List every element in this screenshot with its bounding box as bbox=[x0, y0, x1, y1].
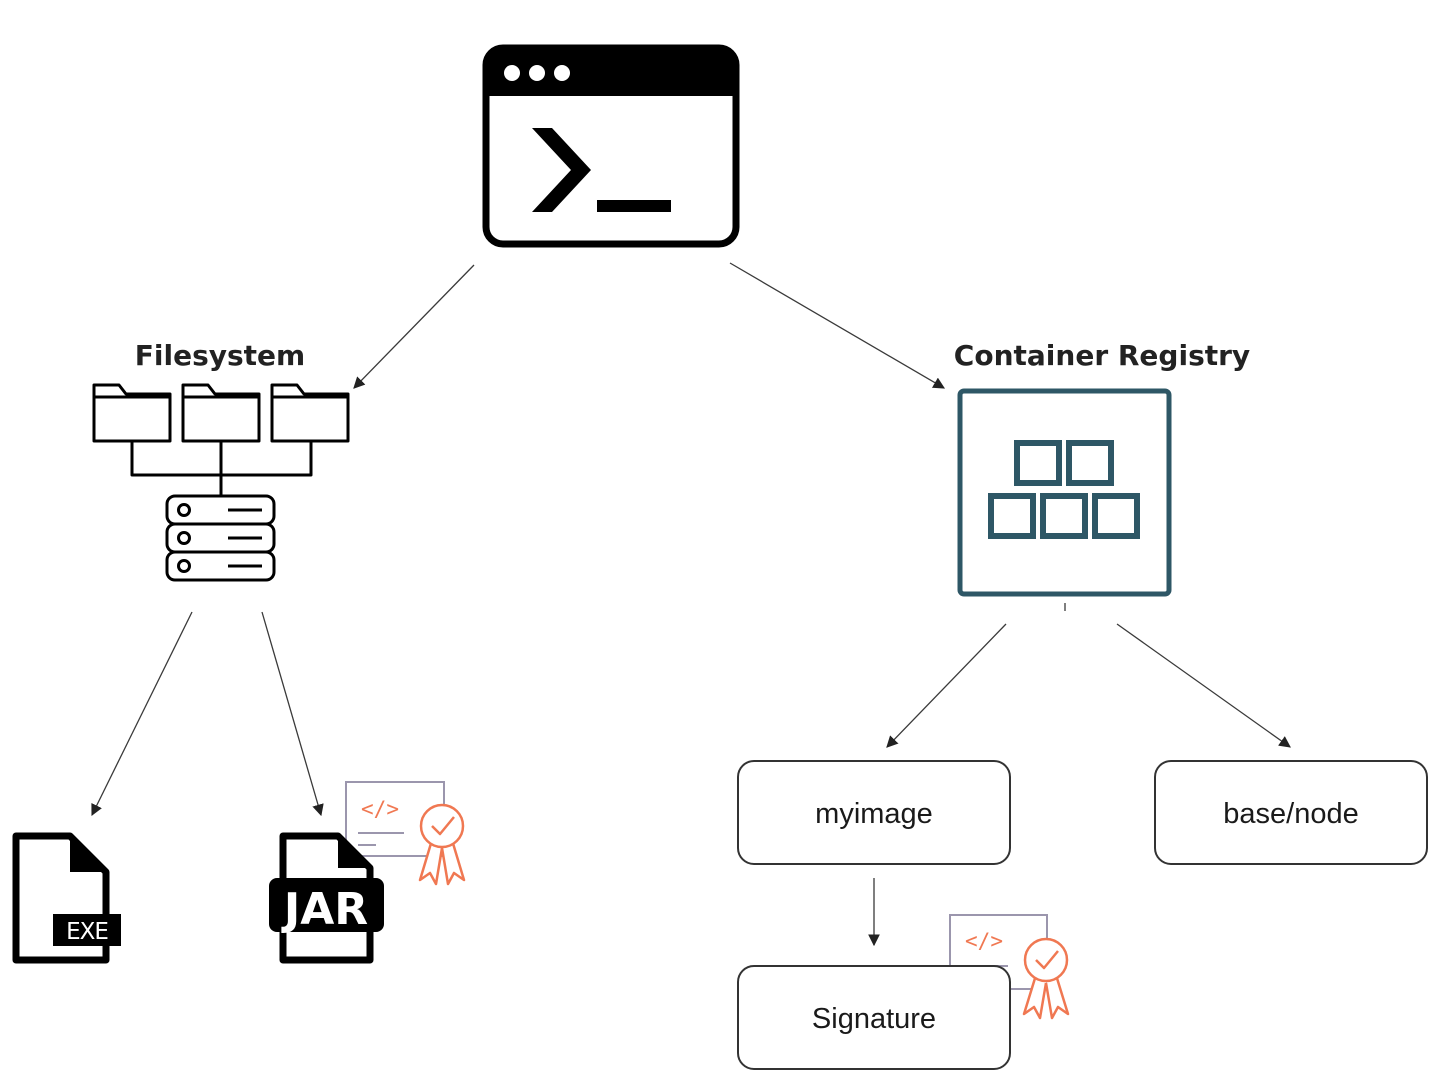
myimage-label: myimage bbox=[815, 798, 933, 830]
award-badge-icon bbox=[1022, 937, 1070, 1020]
edge-terminal-to-registry bbox=[729, 262, 946, 389]
jar-label: JAR bbox=[281, 884, 368, 935]
edge-registry-to-base-node bbox=[1116, 623, 1291, 748]
jar-certificate-icon: </> bbox=[345, 781, 466, 886]
filesystem-folders-server-icon bbox=[92, 383, 350, 582]
edge-filesystem-to-exe bbox=[91, 611, 193, 817]
jar-file-icon: JAR bbox=[269, 832, 384, 964]
myimage-box: myimage bbox=[737, 760, 1011, 865]
edges bbox=[91, 262, 1291, 947]
base-node-label: base/node bbox=[1223, 798, 1358, 830]
folder-icon bbox=[270, 383, 350, 443]
signature-box: Signature bbox=[737, 965, 1011, 1070]
base-node-box: base/node bbox=[1154, 760, 1428, 865]
folder-icon bbox=[181, 383, 261, 443]
exe-file-icon: EXE bbox=[12, 832, 121, 964]
container-registry-label: Container Registry bbox=[954, 339, 1250, 372]
terminal-window-icon bbox=[482, 44, 740, 248]
code-glyph: </> bbox=[361, 797, 399, 821]
server-icon bbox=[165, 494, 276, 582]
container-blocks-icon bbox=[988, 440, 1140, 539]
folder-icon bbox=[92, 383, 172, 443]
edge-registry-to-myimage bbox=[886, 623, 1007, 748]
signature-label: Signature bbox=[812, 1003, 936, 1035]
code-glyph: </> bbox=[965, 929, 1003, 953]
filesystem-label: Filesystem bbox=[135, 339, 305, 372]
edge-filesystem-to-jar bbox=[261, 611, 324, 817]
container-registry-icon bbox=[957, 388, 1172, 597]
award-badge-icon bbox=[418, 803, 466, 886]
edge-terminal-to-filesystem bbox=[353, 264, 475, 389]
exe-label: EXE bbox=[66, 919, 108, 945]
